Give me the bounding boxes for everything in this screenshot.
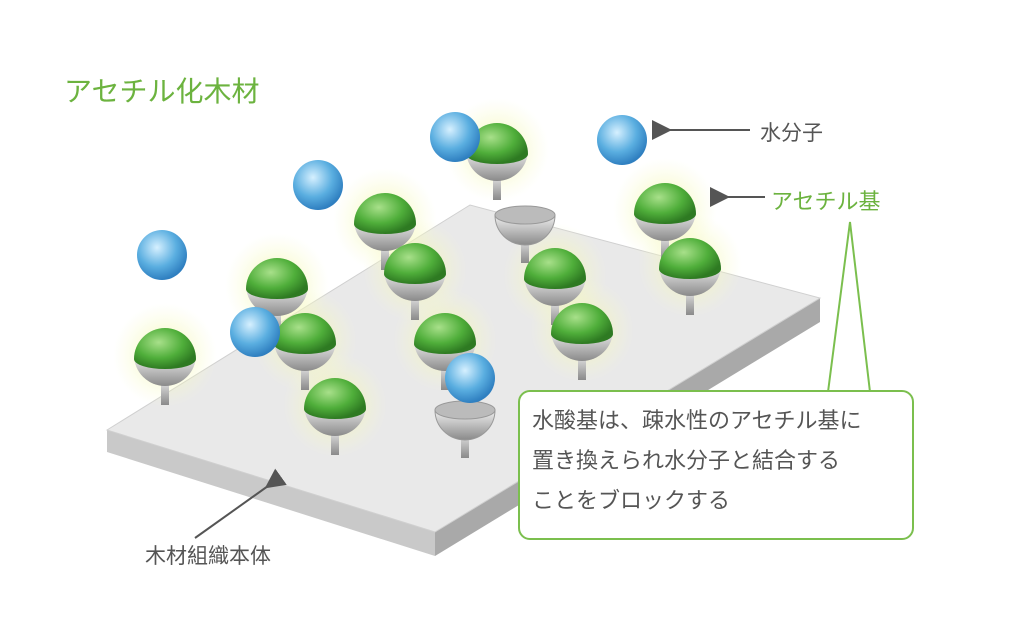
acetyl-group-sphere xyxy=(384,243,446,284)
acetyl-group-label: アセチル基 xyxy=(771,190,881,215)
water-molecule-sphere xyxy=(430,112,480,162)
acetyl-group-sphere xyxy=(634,183,696,224)
stem xyxy=(578,352,586,380)
acetyl-group-sphere xyxy=(414,313,476,354)
wood-arrow xyxy=(194,468,287,539)
stem xyxy=(461,430,469,458)
callout-line: ことをブロックする xyxy=(532,489,731,514)
stem xyxy=(493,172,501,200)
stem xyxy=(411,292,419,320)
acetyl-group-sphere xyxy=(274,313,336,354)
water-molecule-sphere xyxy=(230,307,280,357)
stem xyxy=(551,297,559,325)
water-molecule-label: 水分子 xyxy=(760,121,823,145)
water-molecule-sphere xyxy=(597,115,647,165)
stem xyxy=(301,362,309,390)
acetyl-group-sphere xyxy=(466,123,528,164)
acetyl-group-sphere xyxy=(304,378,366,419)
callout-pointer xyxy=(826,221,872,393)
diagram-title: アセチル化木材 xyxy=(64,75,260,108)
acetyl-group-sphere xyxy=(246,258,308,299)
acetyl-group-sphere xyxy=(354,193,416,234)
callout-line: 水酸基は、疎水性のアセチル基に xyxy=(532,409,862,434)
stem xyxy=(331,427,339,455)
stem xyxy=(381,242,389,270)
acetyl-group-sphere xyxy=(134,328,196,369)
stem xyxy=(161,377,169,405)
wood-body-label: 木材組織本体 xyxy=(145,544,271,568)
stem xyxy=(661,232,669,260)
stem xyxy=(441,362,449,390)
callout-box: 水酸基は、疎水性のアセチル基に 置き換えられ水分子と結合する ことをブロックする xyxy=(518,390,914,540)
water-molecule-sphere xyxy=(293,160,343,210)
stem xyxy=(521,235,529,263)
acetyl-group-sphere xyxy=(551,303,613,344)
water-molecule-sphere xyxy=(137,230,187,280)
water-molecule-sphere xyxy=(445,353,495,403)
acetyl-group-sphere xyxy=(659,238,721,279)
callout-line: 置き換えられ水分子と結合する xyxy=(532,449,841,474)
acetyl-group-sphere xyxy=(524,248,586,289)
stem xyxy=(686,287,694,315)
